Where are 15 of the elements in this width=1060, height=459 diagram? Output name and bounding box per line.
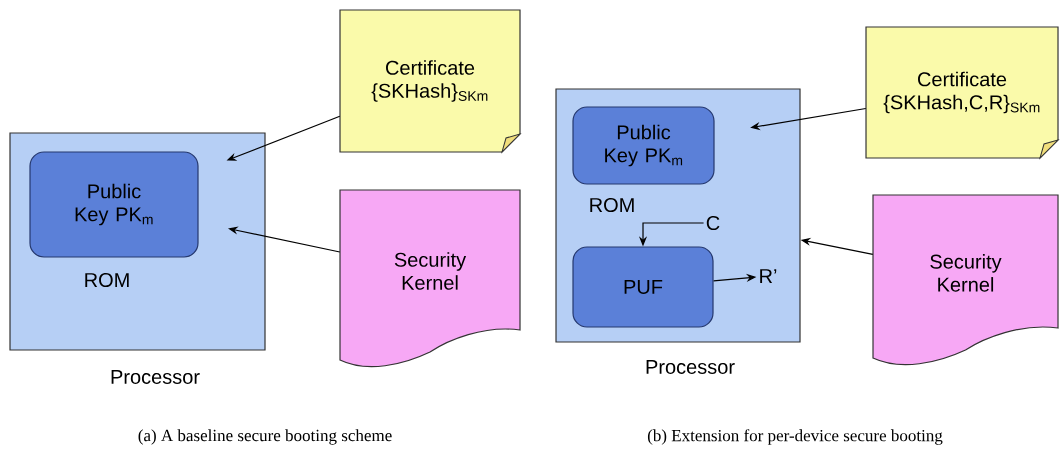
signal-label: R’	[760, 269, 777, 283]
signal-label: C	[706, 215, 720, 231]
subfigure-caption: (b) Extension for per-device secure booting	[647, 429, 943, 445]
node-label: Processor	[111, 370, 200, 384]
certificate-note: Certificate {SKHash,C,R}$_{SKm}$	[865, 26, 1059, 159]
node-label: Processor	[646, 360, 735, 374]
kernel-document: Security Kernel	[339, 189, 521, 368]
memory-box: Public Key PK$_{m}$	[572, 106, 715, 185]
memory-box: PUF	[572, 246, 714, 328]
kernel-document: Security Kernel	[872, 194, 1059, 366]
subfigure-caption: (a) A baseline secure booting scheme	[138, 429, 392, 445]
certificate-note: Certificate {SKHash}$_{SKm}$	[339, 9, 521, 153]
memory-label: ROM	[590, 197, 634, 213]
memory-label: ROM	[85, 272, 129, 288]
memory-box: Public Key PK$_{m}$	[29, 151, 199, 258]
